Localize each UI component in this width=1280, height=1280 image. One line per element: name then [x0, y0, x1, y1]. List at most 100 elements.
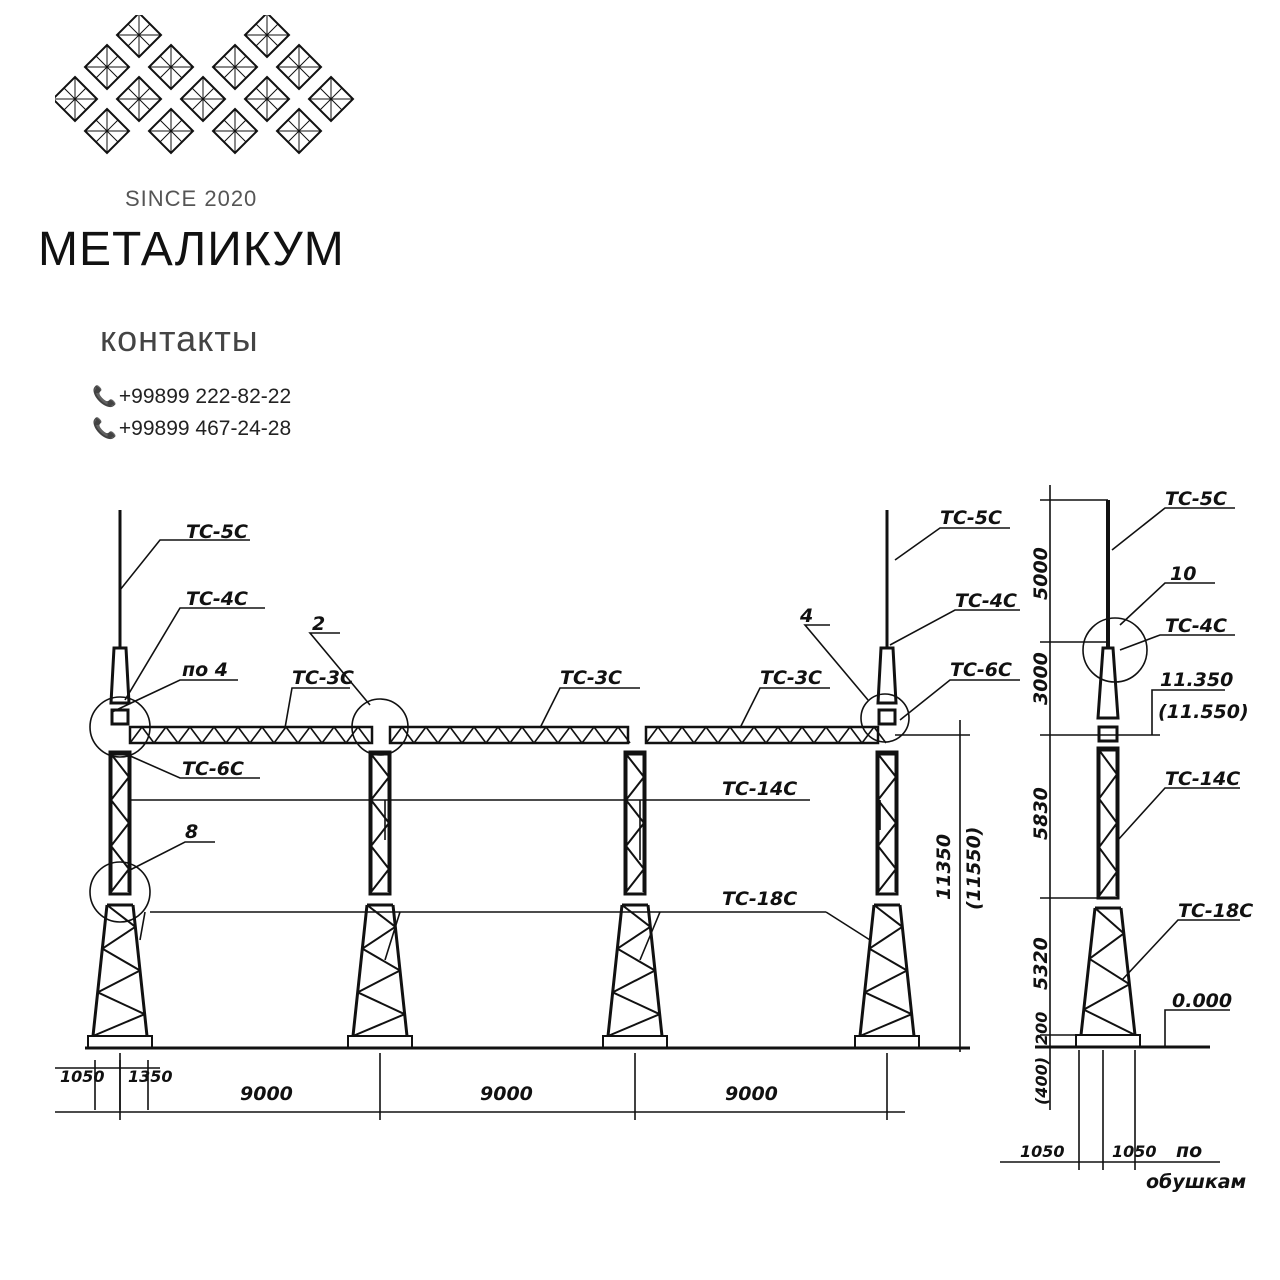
leader-line	[1111, 507, 1235, 551]
leader-line	[308, 632, 371, 706]
logo-cell	[115, 75, 163, 123]
logo-cell	[147, 43, 195, 91]
tc-4c-section	[876, 646, 898, 705]
label-tc6c-left: TC-6C	[182, 758, 244, 780]
brace	[1088, 957, 1130, 986]
dim-left-1350: 1350	[128, 1067, 173, 1086]
dim-span-2: 9000	[480, 1083, 533, 1105]
logo-cell	[211, 43, 259, 91]
label-tc3c-3: TC-3C	[760, 667, 822, 689]
leader-line	[127, 799, 881, 860]
brace	[370, 799, 390, 824]
brace	[110, 845, 130, 870]
brace	[361, 947, 401, 972]
tc-14c-lattice	[369, 752, 391, 893]
logo-cell	[83, 43, 131, 91]
side-label-tc18c: TC-18C	[1178, 900, 1253, 922]
logo-cell	[243, 75, 291, 123]
tc-14c-lattice	[624, 752, 646, 893]
label-tc4c-right: TC-4C	[955, 590, 1017, 612]
tc-6c-node	[1097, 725, 1119, 743]
brace	[366, 904, 396, 928]
logo-cell	[307, 75, 355, 123]
phone-2[interactable]: 📞 +99899 467-24-28	[92, 416, 291, 441]
side-dim-400: (400)	[1032, 1057, 1051, 1105]
brace	[177, 725, 203, 744]
since-text: SINCE 2020	[125, 186, 258, 211]
brace	[1083, 983, 1130, 1011]
phone-icon: 📞	[92, 418, 117, 440]
tc-18c-section	[91, 903, 149, 1037]
label-node-8: 8	[185, 821, 198, 843]
brace	[1098, 749, 1118, 775]
brace	[509, 725, 535, 744]
brace	[1098, 773, 1118, 800]
side-label-tc4c: TC-4C	[1165, 615, 1227, 637]
logo-cell	[55, 75, 99, 123]
brace	[1098, 798, 1118, 824]
brace	[607, 1013, 661, 1037]
leader-line	[539, 687, 640, 729]
phone-1[interactable]: 📞 +99899 222-82-22	[92, 384, 291, 409]
leader-line	[284, 687, 350, 729]
brace	[616, 947, 656, 972]
logo-cell	[211, 107, 259, 155]
brace	[437, 725, 463, 744]
brand-name: МЕТАЛИКУМ	[38, 223, 345, 276]
logo-lattice	[55, 77, 97, 121]
tc-3c-beam	[128, 725, 374, 745]
tc-14c-lattice	[876, 752, 898, 893]
leader-line	[124, 607, 265, 701]
phone-icon: 📞	[92, 386, 117, 408]
tc-3c-beam	[644, 725, 887, 745]
logo-cell	[147, 107, 195, 155]
label-tc6c-right: TC-6C	[950, 659, 1012, 681]
leader-line	[803, 624, 869, 701]
brace	[97, 991, 146, 1016]
label-height: 11350	[933, 834, 955, 900]
leader-line	[1119, 582, 1215, 626]
side-label-elev-zero: 0.000	[1172, 990, 1232, 1012]
brace	[1088, 932, 1125, 960]
brace	[877, 753, 897, 778]
brace	[1098, 871, 1118, 897]
elevation-mark	[1151, 689, 1230, 1047]
brace	[612, 991, 661, 1016]
tc-4c-section	[109, 646, 131, 705]
brace	[413, 725, 439, 744]
logo-cell	[179, 75, 227, 123]
logo-cell	[275, 43, 323, 91]
node-circle-8	[89, 861, 151, 923]
node-circle-2	[351, 698, 409, 756]
tc-18c-section	[1079, 906, 1137, 1036]
logo-cell	[115, 15, 163, 59]
label-tc5c-left: TC-5C	[186, 521, 248, 543]
label-tc5c-right: TC-5C	[940, 507, 1002, 529]
side-label-node-10: 10	[1170, 563, 1196, 585]
brace	[625, 868, 645, 893]
leader-line	[894, 527, 1010, 561]
brace	[101, 925, 136, 950]
chord	[1079, 906, 1137, 1036]
brace	[461, 725, 487, 744]
brace	[370, 822, 390, 847]
leader-line	[111, 679, 238, 713]
brace	[110, 868, 130, 893]
phone-number: +99899 467-24-28	[118, 416, 292, 440]
logo-lattice	[277, 109, 321, 153]
logo-lattice	[245, 15, 289, 57]
brace	[92, 1013, 146, 1037]
label-tc3c-2: TC-3C	[560, 667, 622, 689]
side-label-elev-top-alt: (11.550)	[1158, 701, 1249, 723]
brace	[345, 725, 371, 744]
brace	[789, 725, 815, 744]
brace	[1098, 846, 1118, 873]
brace	[581, 725, 607, 744]
brace	[485, 725, 511, 744]
portal-column	[854, 510, 920, 1049]
leader-line	[739, 687, 830, 729]
logo-lattice	[277, 45, 321, 89]
beam-chords	[644, 725, 880, 745]
brace	[859, 1013, 913, 1037]
